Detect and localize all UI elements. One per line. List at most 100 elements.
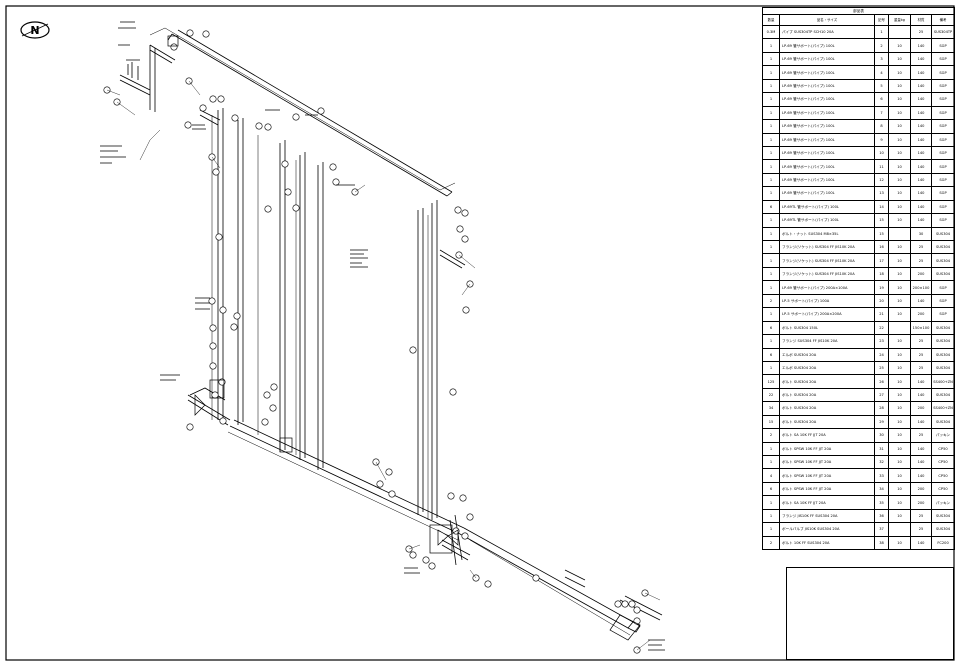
bom-cell-no: 22 xyxy=(874,320,889,336)
bom-cell-desc: ボルト SUS304 150L xyxy=(779,320,875,336)
bom-cell-note: パッキン xyxy=(930,495,956,510)
north-arrow-icon: N xyxy=(20,21,50,39)
bom-cell-wt: 10 xyxy=(888,213,911,228)
bom-cell-desc: LP-5 サポート(パイプ) 100A xyxy=(779,293,875,309)
bom-cell-qty: 1 xyxy=(762,441,780,457)
bom-cell-mat: 140 xyxy=(910,374,932,389)
bom-cell-note: SUS304 xyxy=(930,387,956,403)
bom-cell-mat: 140 xyxy=(910,38,932,53)
bom-cell-wt: 10 xyxy=(888,280,911,295)
fitting-symbols xyxy=(167,35,641,641)
bom-cell-qty: 1 xyxy=(762,159,780,174)
bom-cell-wt xyxy=(888,226,911,242)
bom-cell-qty: 1 xyxy=(762,280,780,295)
bom-title: 部品表 xyxy=(761,7,956,15)
bom-cell-wt: 10 xyxy=(888,145,911,161)
bom-cell-qty: 1 xyxy=(762,119,780,134)
bom-cell-no: 15 xyxy=(874,226,889,242)
bom-cell-desc: エルボ SUS304 20A xyxy=(779,360,875,376)
bom-cell-mat: 140 xyxy=(910,51,932,67)
bom-cell-mat: 200 xyxy=(910,266,932,282)
bom-cell-qty: 1 xyxy=(762,132,780,147)
bom-cell-note: パッキン xyxy=(930,428,956,443)
bom-cell-mat: 25 xyxy=(910,253,932,268)
bom-cell-qty: 6 xyxy=(762,481,780,497)
bom-cell-qty: 1 xyxy=(762,334,780,349)
bom-cell-wt: 10 xyxy=(888,495,911,510)
bom-cell-wt: 10 xyxy=(888,92,911,107)
bom-cell-qty: 2 xyxy=(762,293,780,309)
bom-cell-wt: 10 xyxy=(888,199,911,215)
bom-cell-qty: 6 xyxy=(762,199,780,215)
bom-cell-qty: 22 xyxy=(762,387,780,403)
bom-cell-desc: LP-69 管サポート(パイプ) 100L xyxy=(779,78,875,94)
bom-cell-desc: パイプ SUS304TP SCH10 20A xyxy=(779,24,875,40)
bom-cell-desc: ボルト SUS304 20A xyxy=(779,401,875,416)
leader-lines xyxy=(106,80,661,651)
bom-cell-qty: 1 xyxy=(762,51,780,67)
bom-cell-qty: 6 xyxy=(762,320,780,336)
bom-cell-note: CP50 xyxy=(930,454,956,470)
bom-cell-wt: 10 xyxy=(888,159,911,174)
bom-cell-mat: 140 xyxy=(910,78,932,94)
bom-cell-mat: 25 xyxy=(910,334,932,349)
bom-cell-note: SGP xyxy=(930,119,956,134)
bom-cell-mat: 200 xyxy=(910,307,932,322)
bom-cell-desc: LP-69 管サポート(パイプ) 100L xyxy=(779,132,875,147)
bom-cell-note: SGP xyxy=(930,145,956,161)
bom-cell-wt: 10 xyxy=(888,105,911,121)
bom-cell-note: SUS304 xyxy=(930,253,956,268)
dimension-lines xyxy=(149,27,631,636)
bom-cell-no: 37 xyxy=(874,522,889,537)
bom-cell-mat: 200×100 xyxy=(910,280,932,295)
bom-cell-note: FC200 xyxy=(930,535,956,551)
bom-cell-mat: 140 xyxy=(910,159,932,174)
bom-cell-note: SUS304 xyxy=(930,522,956,537)
bom-cell-note: SGP xyxy=(930,186,956,201)
bom-cell-qty: 1 xyxy=(762,360,780,376)
bom-cell-wt: 10 xyxy=(888,454,911,470)
bom-cell-wt: 10 xyxy=(888,172,911,188)
bom-cell-qty: 4 xyxy=(762,468,780,483)
bom-cell-wt: 10 xyxy=(888,119,911,134)
bom-cell-note: SGP xyxy=(930,78,956,94)
bom-cell-note: SGP xyxy=(930,105,956,121)
bom-cell-desc: LP-69 管サポート(パイプ) 100L xyxy=(779,38,875,53)
bom-cell-mat: 140 xyxy=(910,65,932,80)
bom-cell-note: SUS304 xyxy=(930,320,956,336)
bom-cell-wt: 10 xyxy=(888,334,911,349)
bom-cell-no: 12 xyxy=(874,172,889,188)
bom-cell-wt: 10 xyxy=(888,132,911,147)
bom-cell-qty: 15 xyxy=(762,414,780,430)
bom-cell-qty: 1 xyxy=(762,508,780,524)
bom-cell-qty: 1 xyxy=(762,78,780,94)
bom-header-cell: 備考 xyxy=(930,14,956,26)
bom-cell-no: 1 xyxy=(874,24,889,40)
bom-cell-wt: 10 xyxy=(888,186,911,201)
bom-cell-desc: フランジ(ソケット) SUS304 FF JIS10K 20A xyxy=(779,253,875,268)
bom-cell-no: 31 xyxy=(874,441,889,457)
bom-cell-mat: 140 xyxy=(910,454,932,470)
bom-cell-desc: ボルト SPSW 10K FF JJT 20A xyxy=(779,468,875,483)
bom-cell-wt: 10 xyxy=(888,428,911,443)
bom-cell-desc: LP-69 管サポート(パイプ) 100L xyxy=(779,105,875,121)
bom-cell-mat: 200 xyxy=(910,401,932,416)
bom-cell-note: SS400+ZN xyxy=(930,401,956,416)
bom-cell-note: SUS304 xyxy=(930,508,956,524)
